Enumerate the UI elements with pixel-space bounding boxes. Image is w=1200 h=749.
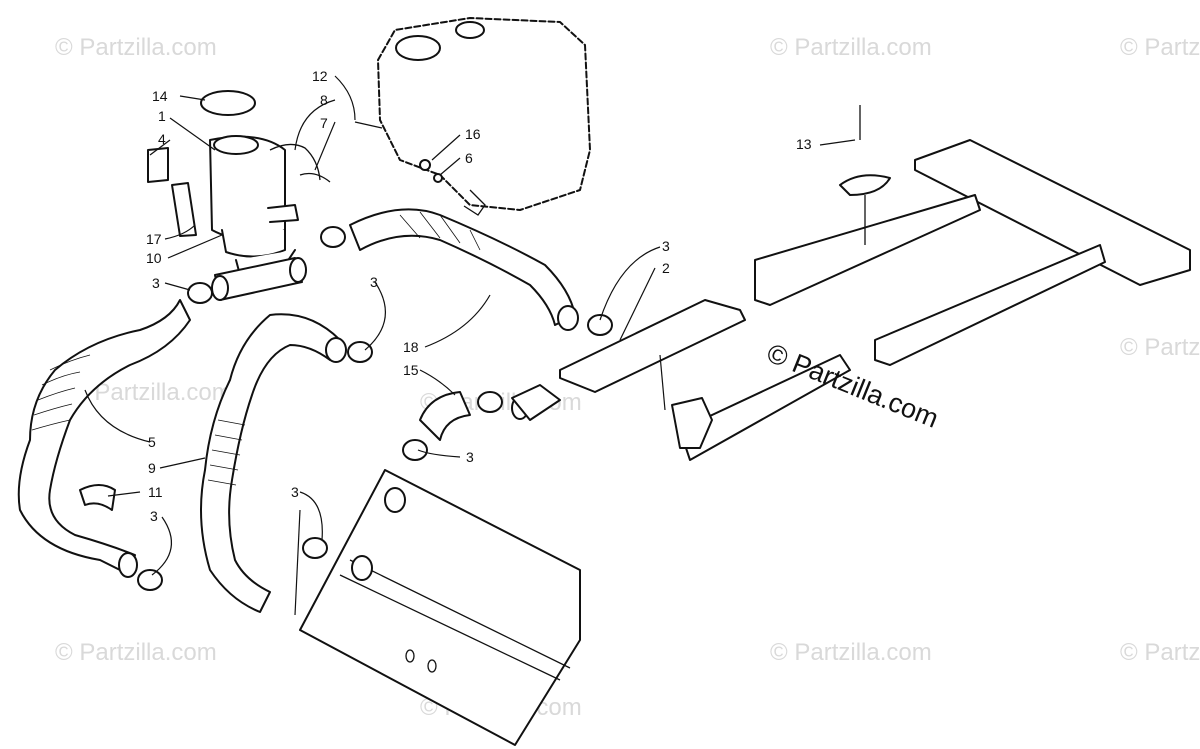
callout-label: 13 <box>796 136 812 152</box>
hose-18 <box>349 208 579 331</box>
callout-label: 12 <box>312 68 328 84</box>
hose-9 <box>200 313 347 613</box>
callout-label: 6 <box>465 150 473 166</box>
callout-label: 15 <box>403 362 419 378</box>
callout-label: 2 <box>662 260 670 276</box>
reservoir-bottle <box>147 90 331 276</box>
callout-label: 4 <box>158 131 166 147</box>
leader-lines <box>84 75 856 616</box>
callout-label: 5 <box>148 434 156 450</box>
watermark-faint: © Partzilla.com <box>1120 334 1200 361</box>
callout-label: 9 <box>148 460 156 476</box>
watermark-faint: © Partzilla.com <box>55 639 217 666</box>
radiator-panel <box>299 469 581 746</box>
callout-label: 7 <box>320 115 328 131</box>
callout-label: 8 <box>320 92 328 108</box>
callout-label: 18 <box>403 339 419 355</box>
watermark-faint: © Partzilla.com <box>770 34 932 61</box>
callout-label: 3 <box>152 275 160 291</box>
watermark-faint: © Partzilla.com <box>1120 34 1200 61</box>
hose-15 <box>419 384 561 441</box>
callout-label: 3 <box>150 508 158 524</box>
callout-label: 14 <box>152 88 168 104</box>
connector-fitting <box>211 257 307 301</box>
heat-exchanger-rails <box>559 299 851 461</box>
callout-label: 1 <box>158 108 166 124</box>
callout-label: 3 <box>291 484 299 500</box>
hardware-bolts <box>354 121 443 183</box>
watermark-faint: © Partzilla.com <box>1120 639 1200 666</box>
clamps <box>79 226 613 591</box>
callout-label: 16 <box>465 126 481 142</box>
watermark-faint: © Partzilla.com <box>55 34 217 61</box>
callout-label: 3 <box>662 238 670 254</box>
callout-label: 10 <box>146 250 162 266</box>
tank-part <box>377 17 591 216</box>
frame-assembly <box>754 105 1191 366</box>
callout-label: 17 <box>146 231 162 247</box>
hose-5 <box>17 299 191 578</box>
callout-label: 3 <box>466 449 474 465</box>
callout-label: 3 <box>370 274 378 290</box>
callout-label: 11 <box>148 484 163 500</box>
watermark-faint: © Partzilla.com <box>770 639 932 666</box>
callout-labels: 14 1 4 17 10 3 8 7 12 16 6 13 3 2 3 18 1… <box>146 68 812 524</box>
